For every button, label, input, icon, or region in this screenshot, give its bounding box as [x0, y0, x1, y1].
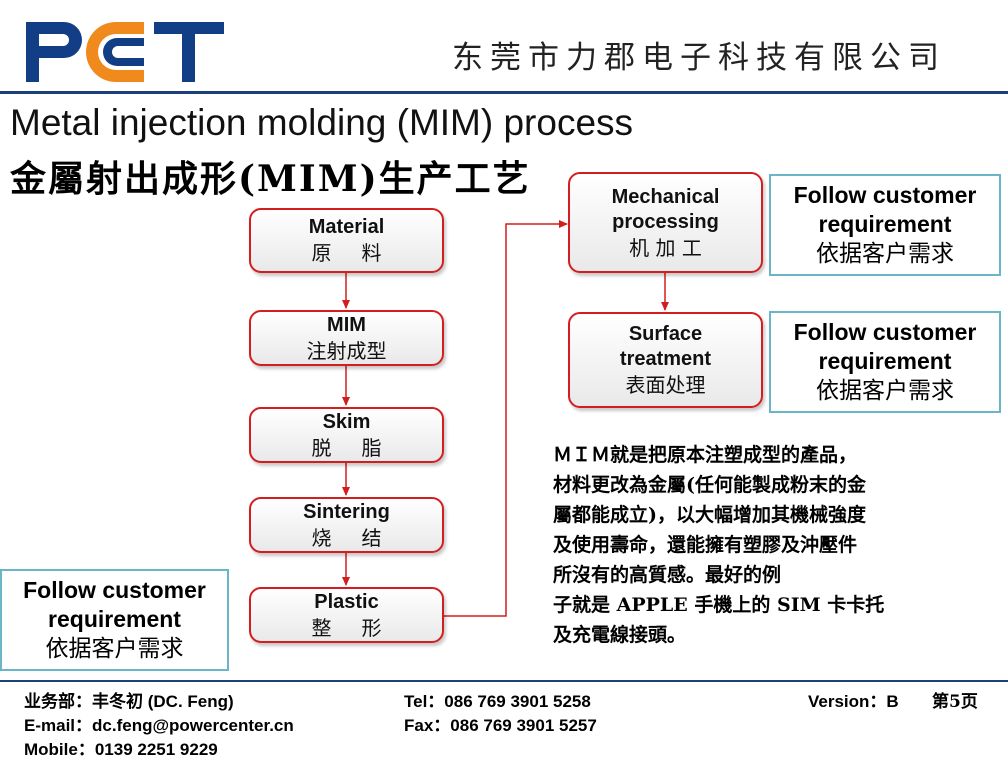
- title-english: Metal injection molding (MIM) process: [10, 102, 634, 143]
- footer-email: E-mail：dc.feng@powercenter.cn: [24, 716, 294, 735]
- note-left-line1: Follow customer: [23, 577, 206, 603]
- step-mim-cn: 注射成型: [306, 338, 387, 363]
- description-line: 及充電線接頭。: [553, 624, 687, 646]
- description-line: 材料更改為金屬(任何能製成粉末的金: [553, 474, 866, 496]
- note-left-line2: requirement: [48, 606, 181, 632]
- step-mechanical-en2: processing: [612, 210, 719, 233]
- step-surface-en2: treatment: [619, 348, 712, 370]
- step-mim-en: MIM: [327, 313, 366, 336]
- step-surface-cn: 表面处理: [625, 373, 706, 397]
- note-surface: Follow customer requirement 依据客户需求: [769, 311, 1001, 413]
- step-skim-en: Skim: [322, 410, 371, 433]
- footer-version: Version：B: [808, 692, 899, 711]
- step-plastic: Plastic 整形: [249, 587, 444, 643]
- footer-fax: Fax：086 769 3901 5257: [404, 716, 597, 735]
- description-line: 子就是 APPLE 手機上的 SIM 卡卡托: [553, 594, 885, 616]
- step-plastic-en: Plastic: [314, 590, 379, 613]
- note-mechanical-line1: Follow customer: [793, 182, 977, 208]
- mim-description: ＭＩＭ就是把原本注塑成型的產品， 材料更改為金屬(任何能製成粉末的金 屬都能成立…: [553, 440, 993, 650]
- footer-divider: [0, 680, 1008, 682]
- note-mechanical-line3: 依据客户需求: [816, 241, 954, 267]
- description-line: 屬都能成立)，以大幅增加其機械強度: [553, 504, 866, 526]
- step-material-en: Material: [308, 216, 385, 238]
- note-surface-line2: requirement: [818, 348, 952, 374]
- step-mim: MIM 注射成型: [249, 310, 444, 366]
- step-sintering-en: Sintering: [303, 500, 390, 523]
- description-line: 及使用壽命，還能擁有塑膠及沖壓件: [553, 534, 858, 556]
- step-material-cn: 原料: [311, 241, 412, 265]
- step-surface-treatment: Surface treatment 表面处理: [568, 312, 763, 408]
- note-left-line3: 依据客户需求: [45, 636, 184, 662]
- step-plastic-cn: 整形: [311, 615, 412, 640]
- company-name: 东莞市力郡电子科技有限公司: [452, 40, 946, 76]
- step-mechanical-cn: 机 加 工: [629, 235, 702, 260]
- note-left: Follow customer requirement 依据客户需求: [0, 569, 229, 671]
- note-mechanical-line2: requirement: [818, 211, 952, 237]
- step-surface-en1: Surface: [628, 323, 703, 345]
- step-sintering-cn: 烧结: [311, 525, 412, 550]
- pct-logo: [26, 22, 224, 82]
- header-divider: [0, 91, 1008, 94]
- note-mechanical: Follow customer requirement 依据客户需求: [769, 174, 1001, 276]
- step-skim-cn: 脱脂: [311, 435, 412, 460]
- step-sintering: Sintering 烧结: [249, 497, 444, 553]
- title-chinese: 金屬射出成形(MIM)生产工艺: [10, 158, 531, 200]
- note-surface-line1: Follow customer: [793, 319, 977, 345]
- step-material: Material 原料: [249, 208, 444, 273]
- footer-page: 第5页: [932, 692, 978, 712]
- arrow-plastic-mechanical: [444, 220, 568, 617]
- step-mechanical-en1: Mechanical: [611, 185, 720, 208]
- description-line: ＭＩＭ就是把原本注塑成型的產品，: [553, 444, 858, 466]
- step-skim: Skim 脱脂: [249, 407, 444, 463]
- footer-dept: 业务部：丰冬初 (DC. Feng): [24, 692, 234, 711]
- note-surface-line3: 依据客户需求: [816, 378, 954, 404]
- description-line: 所沒有的高質感。最好的例: [553, 564, 782, 586]
- footer-mobile: Mobile：0139 2251 9229: [24, 740, 218, 759]
- step-mechanical-processing: Mechanical processing 机 加 工: [568, 172, 763, 273]
- footer-tel: Tel：086 769 3901 5258: [404, 692, 591, 711]
